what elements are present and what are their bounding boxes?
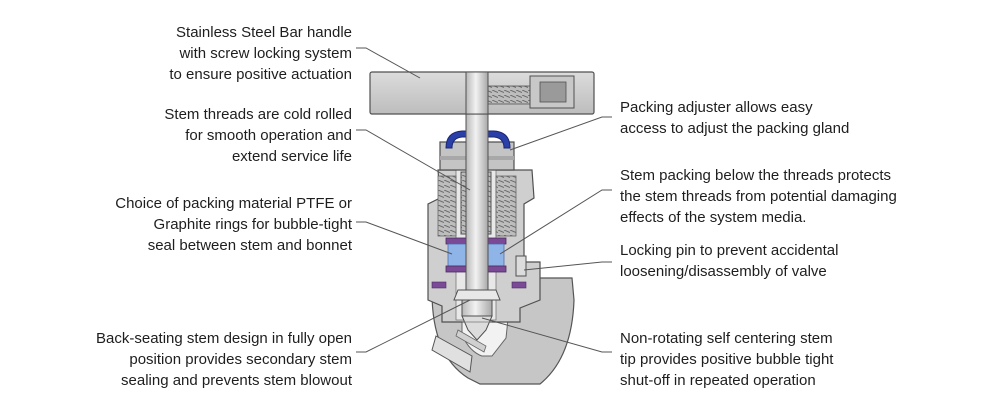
back-seat-collar [453,289,501,301]
callout-packing-material: Choice of packing material PTFE or Graph… [115,195,352,254]
leader-packing-material [356,221,453,255]
outlet-port-inner [455,329,487,353]
leader-back-seating [356,299,471,353]
stem [465,95,489,297]
callout-stem-tip: Non-rotating self centering stem tip pro… [620,330,834,389]
leader-stem-tip [481,317,612,353]
callout-locking-pin: Locking pin to prevent accidental loosen… [620,242,839,280]
leader-stem-packing [499,189,612,255]
locking-pin [515,255,527,277]
leader-lines [356,47,612,353]
leader-handle [356,47,421,79]
callout-packing-adjuster: Packing adjuster allows easy access to a… [620,99,850,137]
leader-threads [356,129,471,191]
leader-packing-adjuster [509,116,612,151]
leader-locking-pin [523,261,612,271]
outlet-port [431,335,473,373]
callout-handle: Stainless Steel Bar handle with screw lo… [169,24,352,83]
callout-threads: Stem threads are cold rolled for smooth … [164,106,352,165]
handle-locking-screw [487,85,533,105]
callout-stem-packing: Stem packing below the threads protects … [620,167,897,226]
callout-back-seating: Back-seating stem design in fully open p… [96,330,352,389]
packing-gland-blue [445,130,511,149]
